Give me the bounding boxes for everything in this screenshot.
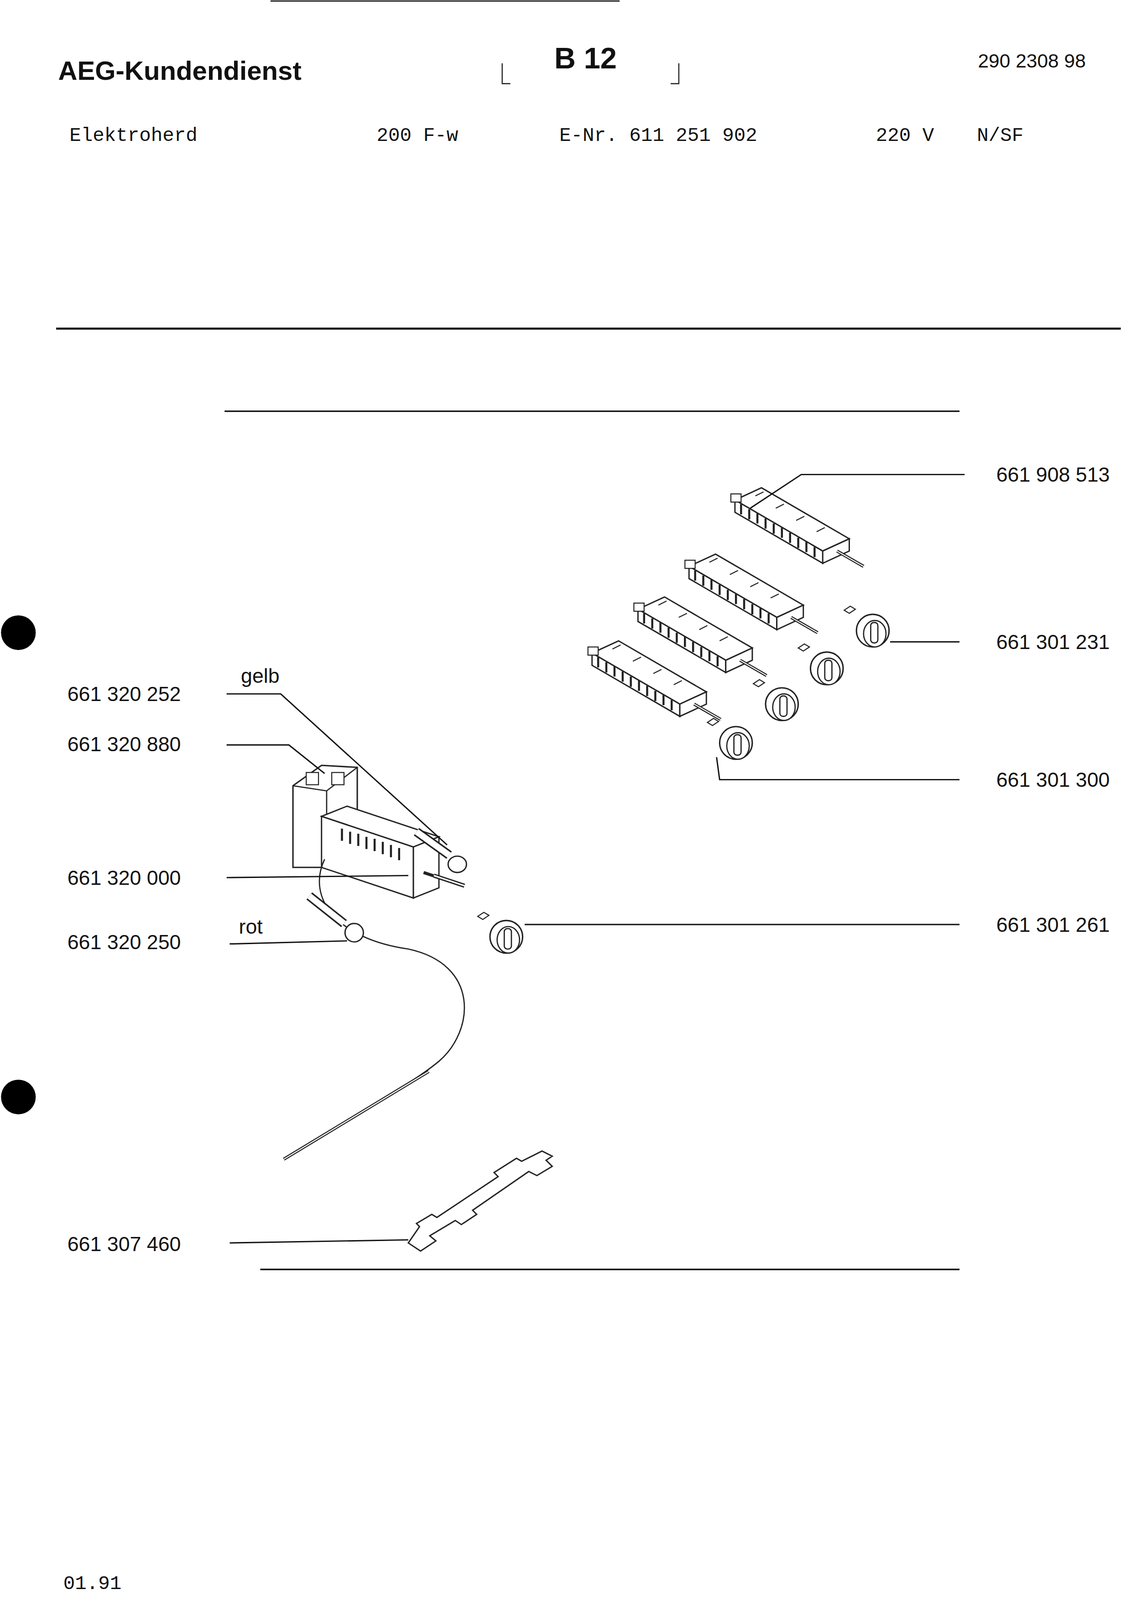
colour-note: rot — [239, 916, 263, 938]
model-name: 200 F-w — [376, 126, 459, 146]
part-number: 661 320 250 — [67, 932, 182, 953]
appliance-type: Elektroherd — [69, 126, 198, 146]
product-number: E-Nr. 611 251 902 — [559, 126, 758, 146]
variant-code: N/SF — [976, 126, 1024, 146]
sheet-number: B 12 — [554, 43, 617, 74]
part-number: 661 320 880 — [67, 734, 182, 755]
page-title: AEG-Kundendienst — [58, 57, 302, 84]
colour-note: gelb — [240, 665, 280, 687]
part-number: 661 301 231 — [996, 631, 1111, 653]
voltage: 220 V — [875, 126, 935, 146]
part-number: 661 307 460 — [67, 1234, 182, 1255]
part-number: 661 301 261 — [996, 914, 1111, 936]
part-number: 661 301 300 — [996, 769, 1111, 791]
part-number: 661 908 513 — [996, 464, 1111, 485]
part-number: 661 320 252 — [67, 683, 182, 705]
document-number: 290 2308 98 — [977, 51, 1086, 71]
part-number: 661 320 000 — [67, 867, 182, 889]
date-code: 01.91 — [63, 1574, 122, 1595]
